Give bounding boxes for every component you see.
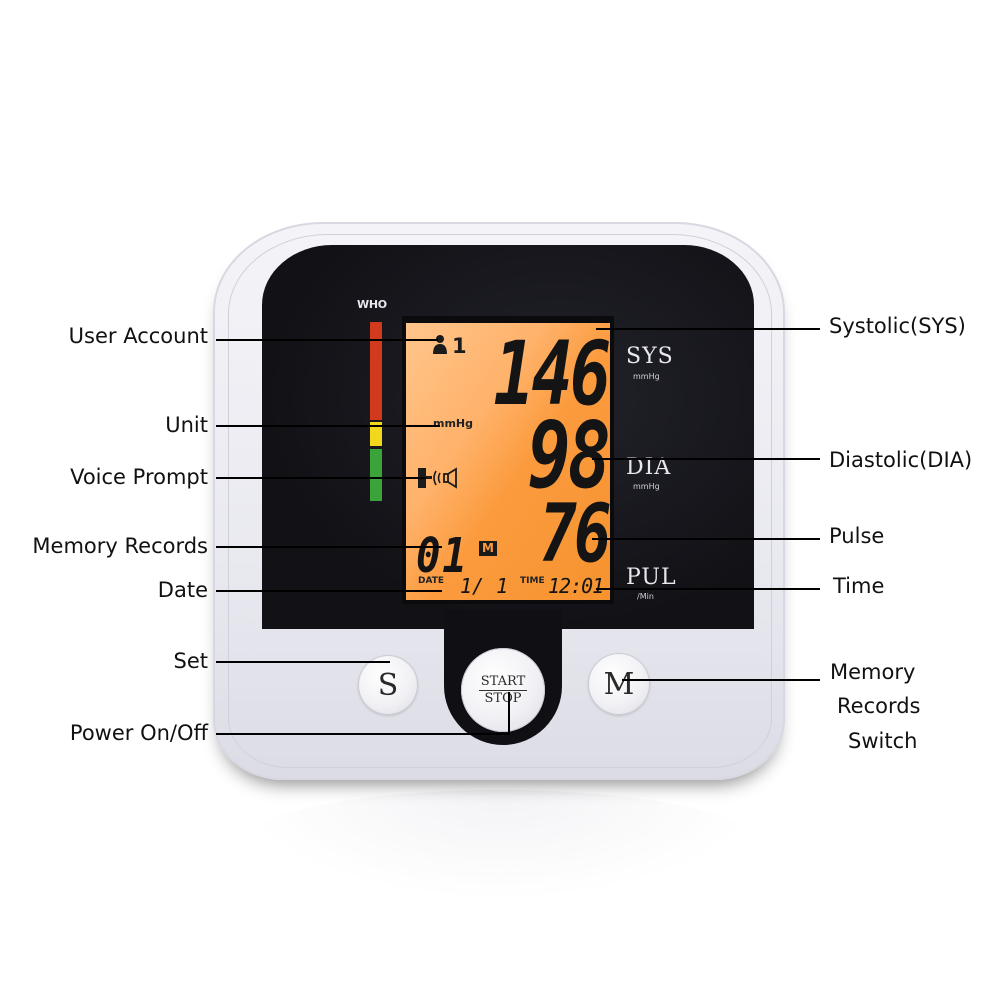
- date-label: DATE: [418, 576, 445, 586]
- callout-user-account: User Account: [68, 324, 208, 348]
- user-number: 1: [452, 334, 467, 358]
- who-label: WHO: [357, 298, 387, 311]
- callout-line-user-account: [216, 339, 438, 341]
- callout-line-power: [216, 733, 510, 735]
- date-value: 1/ 1: [460, 574, 509, 598]
- callout-memory-switch-line2: Records: [837, 694, 921, 718]
- callout-date: Date: [157, 578, 208, 602]
- start-label: START: [480, 673, 526, 689]
- callout-line-unit: [216, 425, 440, 427]
- device-rim: [228, 234, 772, 768]
- systolic-value: 146: [493, 322, 611, 425]
- callout-line-power-vertical: [508, 692, 510, 735]
- callout-line-date: [216, 590, 442, 592]
- voice-prompt-icon: [418, 466, 464, 495]
- device-reflection: [240, 790, 760, 900]
- who-classification-bar: [370, 322, 382, 501]
- pul-label: PUL: [626, 565, 677, 590]
- callout-line-memory-switch: [622, 679, 820, 681]
- callout-line-memory-records: [216, 546, 442, 548]
- callout-unit: Unit: [165, 413, 208, 437]
- sys-unit: mmHg: [633, 372, 660, 381]
- callout-time: Time: [833, 574, 885, 598]
- callout-set: Set: [173, 649, 208, 673]
- time-label: TIME: [520, 576, 545, 586]
- dia-unit: mmHg: [633, 482, 660, 491]
- callout-line-pulse: [592, 538, 820, 540]
- memory-button-label: M: [603, 666, 635, 702]
- who-red-segment: [370, 322, 382, 420]
- diastolic-value: 98: [527, 402, 611, 509]
- callout-power: Power On/Off: [69, 721, 208, 745]
- callout-diastolic: Diastolic(DIA): [829, 448, 973, 472]
- set-button-label: S: [377, 667, 399, 703]
- callout-line-voice-prompt: [216, 477, 426, 479]
- callout-pulse: Pulse: [829, 524, 885, 548]
- memory-badge: M: [479, 541, 497, 556]
- lcd-unit: mmHg: [433, 417, 474, 430]
- pulse-value: 76: [539, 487, 611, 580]
- stop-label: STOP: [484, 690, 522, 706]
- callout-systolic: Systolic(SYS): [829, 314, 966, 338]
- start-stop-button[interactable]: START STOP: [461, 648, 545, 732]
- pul-unit: /Min: [637, 592, 654, 601]
- memory-button[interactable]: M: [588, 653, 650, 715]
- sys-label: SYS: [626, 344, 674, 369]
- callout-memory-records: Memory Records: [32, 534, 208, 558]
- memory-record-number: 01: [416, 528, 469, 584]
- callout-memory-switch-line3: Switch: [848, 729, 918, 753]
- user-icon: [432, 334, 448, 359]
- callout-line-time: [596, 588, 820, 590]
- callout-voice-prompt: Voice Prompt: [70, 465, 208, 489]
- set-button[interactable]: S: [358, 655, 418, 715]
- callout-memory-switch-line1: Memory: [830, 660, 916, 684]
- callout-line-set: [216, 661, 390, 663]
- lcd-screen: [406, 323, 610, 600]
- who-green-segment: [370, 449, 382, 501]
- who-yellow-segment: [370, 422, 382, 446]
- time-value: 12:01: [548, 574, 604, 598]
- start-stop-divider: [479, 689, 527, 691]
- callout-line-diastolic: [592, 458, 820, 460]
- callout-line-systolic: [596, 328, 820, 330]
